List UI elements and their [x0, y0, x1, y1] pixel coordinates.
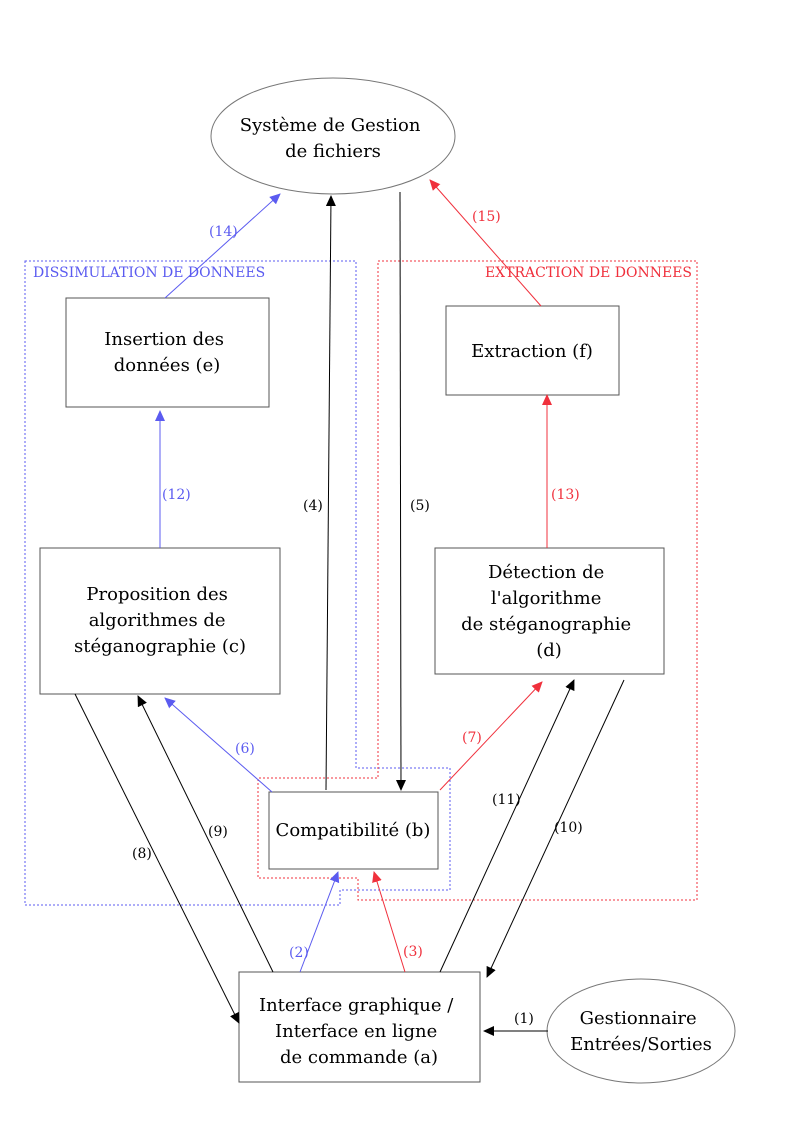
extraction-group-title: EXTRACTION DE DONNEES — [485, 265, 692, 281]
edge-label-4: (4) — [303, 498, 323, 514]
gestionnaire-label: Gestionnaire Entrées/Sorties — [570, 1008, 712, 1055]
edge-label-12: (12) — [162, 487, 191, 503]
edge-label-9: (9) — [208, 824, 228, 840]
gestionnaire-node — [546, 978, 736, 1084]
edge-15 — [429, 179, 542, 307]
interface-node — [238, 971, 481, 1083]
interface-line-1: Interface graphique / — [259, 995, 454, 1016]
edge-label-6: (6) — [235, 741, 255, 757]
gestionnaire-line-1: Gestionnaire — [580, 1008, 697, 1029]
edge-11 — [439, 679, 575, 973]
insertion-line-1: Insertion des — [104, 329, 224, 350]
edge-label-8: (8) — [132, 846, 152, 862]
detection-line-2: l'algorithme — [491, 588, 601, 609]
detection-label: Détection de l'algorithme de stéganograp… — [461, 562, 637, 661]
sgf-label: Système de Gestion de fichiers — [240, 115, 426, 162]
edge-label-14: (14) — [209, 224, 238, 240]
dissimulation-group-frame — [24, 260, 451, 906]
insertion-line-2: données (e) — [114, 355, 221, 376]
edge-6 — [164, 697, 273, 793]
insertion-label: Insertion des données (e) — [104, 329, 230, 376]
edge-3 — [372, 871, 406, 973]
compat-line-1: Compatibilité (b) — [276, 820, 431, 841]
edge-label-3: (3) — [403, 944, 423, 960]
edge-8 — [74, 693, 240, 1024]
edge-2 — [299, 871, 340, 973]
proposition-line-3: stéganographie (c) — [74, 636, 246, 657]
edge-label-7: (7) — [462, 730, 482, 746]
proposition-label: Proposition des algorithmes de stéganogr… — [74, 584, 246, 657]
detection-line-3: de stéganographie — [461, 614, 631, 635]
sgf-line-1: Système de Gestion — [240, 115, 421, 136]
insertion-node — [65, 297, 270, 408]
edge-4 — [325, 195, 336, 791]
edge-label-2: (2) — [289, 945, 309, 961]
extraction-line-1: Extraction (f) — [471, 341, 593, 362]
edge-label-13: (13) — [551, 487, 580, 503]
extraction-label: Extraction (f) — [471, 341, 593, 362]
edge-label-15: (15) — [472, 209, 501, 225]
extraction-group-frame — [257, 260, 698, 901]
detection-line-1: Détection de — [488, 562, 604, 583]
edge-5 — [395, 191, 406, 791]
sgf-line-2: de fichiers — [285, 141, 381, 162]
sgf-node — [210, 77, 456, 195]
proposition-line-2: algorithmes de — [89, 610, 226, 631]
compat-label: Compatibilité (b) — [276, 820, 431, 841]
compat-node — [268, 791, 439, 870]
proposition-node — [39, 547, 281, 695]
interface-line-3: de commande (a) — [280, 1047, 438, 1068]
edge-10 — [486, 679, 625, 978]
edge-14 — [164, 193, 281, 299]
interface-label: Interface graphique / Interface en ligne… — [259, 995, 459, 1068]
edge-label-5: (5) — [410, 498, 430, 514]
dissimulation-group-title: DISSIMULATION DE DONNEES — [33, 265, 265, 281]
gestionnaire-line-2: Entrées/Sorties — [570, 1034, 712, 1055]
edge-9 — [137, 695, 274, 973]
proposition-line-1: Proposition des — [86, 584, 227, 605]
edge-label-1: (1) — [514, 1011, 534, 1027]
extraction-node — [445, 305, 620, 396]
edge-label-10: (10) — [554, 820, 583, 836]
detection-node — [434, 547, 665, 675]
edge-label-11: (11) — [492, 792, 521, 808]
interface-line-2: Interface en ligne — [275, 1021, 437, 1042]
detection-line-4: (d) — [536, 640, 562, 661]
edge-7 — [439, 681, 543, 791]
